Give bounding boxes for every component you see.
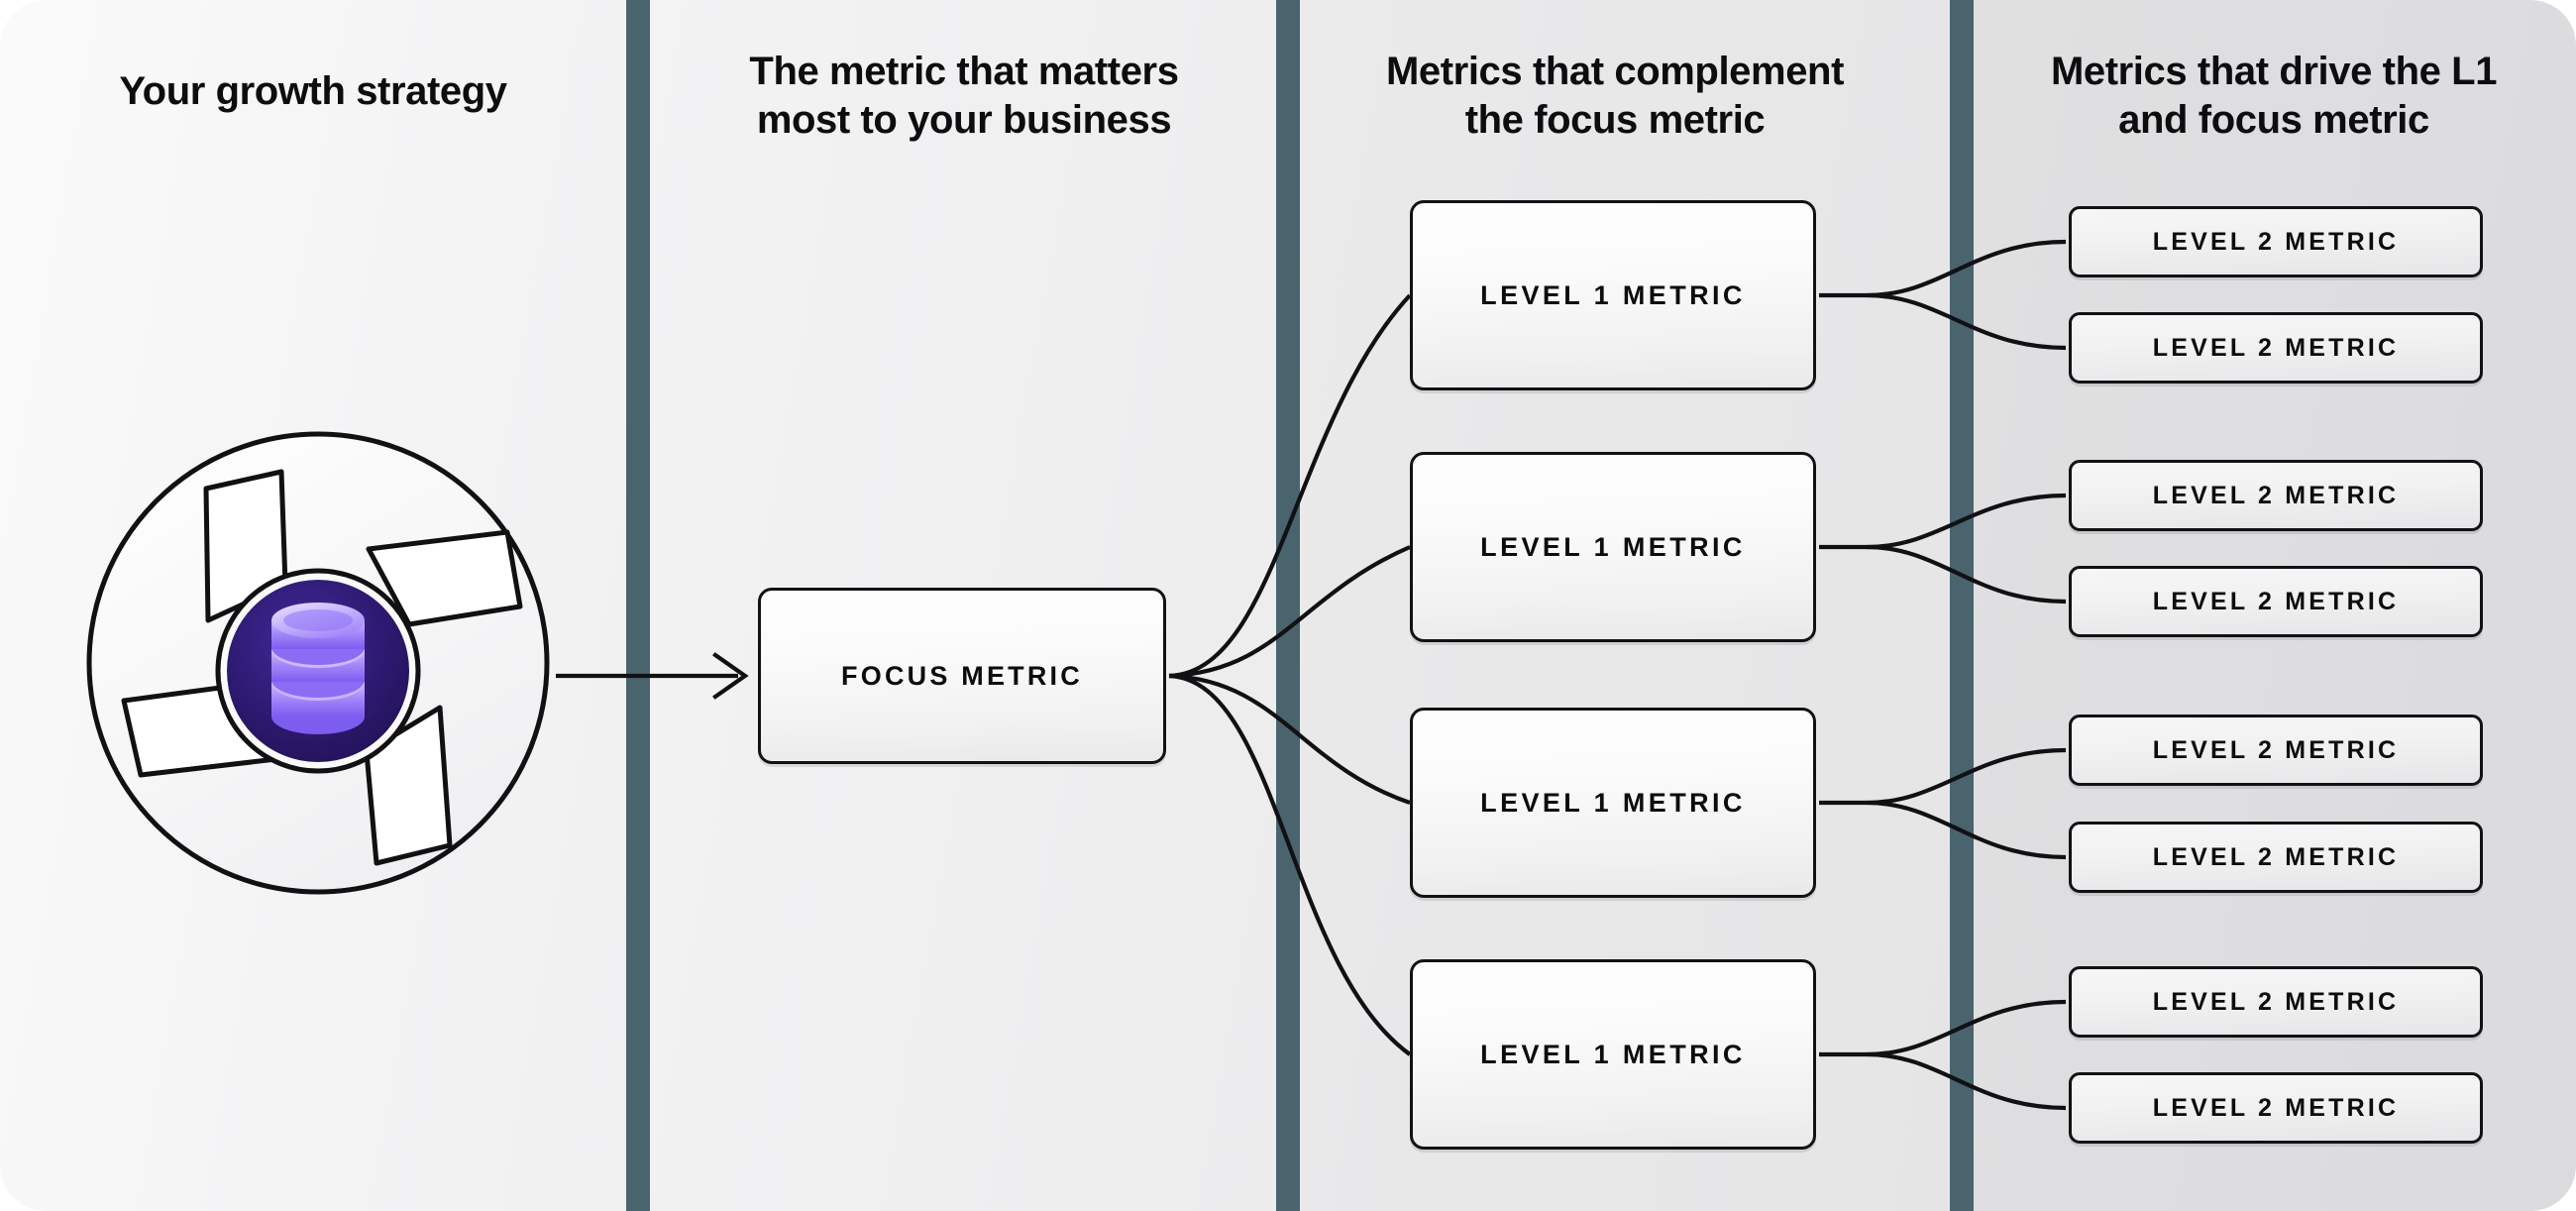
node-level2-metric-1[interactable]: LEVEL 2 METRIC	[2069, 206, 2483, 277]
column-divider-3	[1950, 0, 1974, 1211]
node-level2-metric-7[interactable]: LEVEL 2 METRIC	[2069, 966, 2483, 1038]
node-level1-metric-4[interactable]: LEVEL 1 METRIC	[1410, 959, 1816, 1150]
column-heading-strategy: Your growth strategy	[119, 69, 507, 113]
node-level1-metric-1[interactable]: LEVEL 1 METRIC	[1410, 200, 1816, 390]
node-level1-metric-2[interactable]: LEVEL 1 METRIC	[1410, 452, 1816, 642]
column-heading-focus: The metric that matters most to your bus…	[749, 50, 1179, 142]
column-heading-drive: Metrics that drive the L1 and focus metr…	[2050, 50, 2498, 142]
node-level2-metric-2[interactable]: LEVEL 2 METRIC	[2069, 312, 2483, 384]
node-level2-metric-8[interactable]: LEVEL 2 METRIC	[2069, 1072, 2483, 1144]
node-level2-metric-5[interactable]: LEVEL 2 METRIC	[2069, 715, 2483, 786]
database-icon	[271, 603, 365, 734]
node-level1-metric-3[interactable]: LEVEL 1 METRIC	[1410, 708, 1816, 898]
node-level2-metric-6[interactable]: LEVEL 2 METRIC	[2069, 822, 2483, 893]
aperture-database-logo	[81, 426, 555, 900]
column-heading-complement: Metrics that complement the focus metric	[1385, 50, 1844, 142]
column-divider-2	[1276, 0, 1300, 1211]
node-level2-metric-4[interactable]: LEVEL 2 METRIC	[2069, 566, 2483, 637]
column-divider-1	[626, 0, 650, 1211]
node-focus-metric[interactable]: FOCUS METRIC	[758, 588, 1166, 764]
node-level2-metric-3[interactable]: LEVEL 2 METRIC	[2069, 460, 2483, 531]
